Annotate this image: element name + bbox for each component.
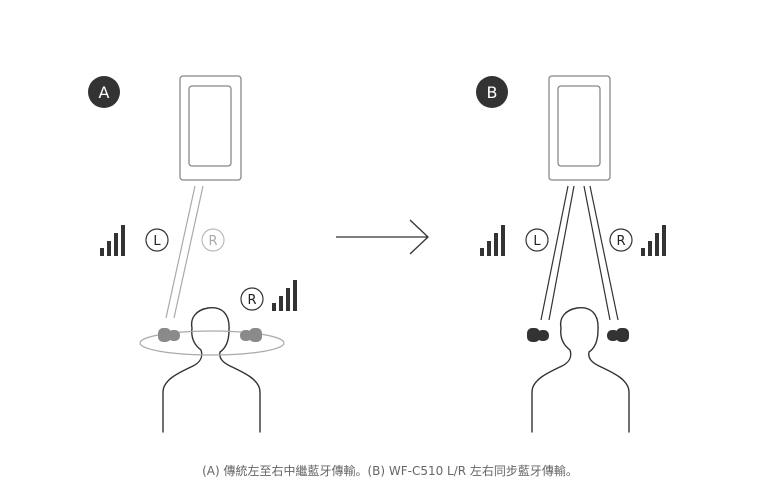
left-channel-label: L bbox=[153, 234, 161, 249]
earbud-icon bbox=[158, 328, 180, 342]
earbud-icon bbox=[527, 328, 549, 342]
badge-b-label: B bbox=[487, 83, 498, 102]
right-channel-marker: R bbox=[241, 288, 263, 310]
right-channel-label: R bbox=[616, 234, 625, 249]
badge-b: B bbox=[476, 76, 508, 108]
left-channel-marker: L bbox=[146, 229, 168, 251]
person-silhouette-icon bbox=[532, 308, 629, 432]
phone-icon bbox=[549, 76, 610, 180]
earbud-icon bbox=[607, 328, 629, 342]
earbud-icon bbox=[240, 328, 262, 342]
left-channel-marker: L bbox=[526, 229, 548, 251]
right-channel-marker: R bbox=[610, 229, 632, 251]
panel-a: A L R R bbox=[88, 76, 297, 432]
right-channel-marker-faded: R bbox=[202, 229, 224, 251]
connection-beam-left-b bbox=[541, 186, 574, 320]
signal-bars-icon bbox=[641, 225, 666, 256]
left-channel-label: L bbox=[533, 234, 541, 249]
right-channel-label: R bbox=[247, 293, 256, 308]
panel-b: B L R bbox=[476, 76, 666, 432]
person-silhouette-icon bbox=[163, 308, 260, 432]
phone-icon bbox=[180, 76, 241, 180]
signal-bars-icon bbox=[480, 225, 505, 256]
connection-beam-a bbox=[166, 186, 203, 318]
badge-a-label: A bbox=[99, 83, 110, 102]
right-channel-label-faded: R bbox=[208, 234, 217, 249]
figure-caption: (A) 傳統左至右中繼藍牙傳輸。(B) WF-C510 L/R 左右同步藍牙傳輸… bbox=[0, 462, 780, 479]
badge-a: A bbox=[88, 76, 120, 108]
arrow-right-icon bbox=[336, 220, 428, 254]
signal-bars-icon bbox=[100, 225, 125, 256]
signal-bars-icon bbox=[272, 280, 297, 311]
connection-beam-right-b bbox=[584, 186, 618, 320]
